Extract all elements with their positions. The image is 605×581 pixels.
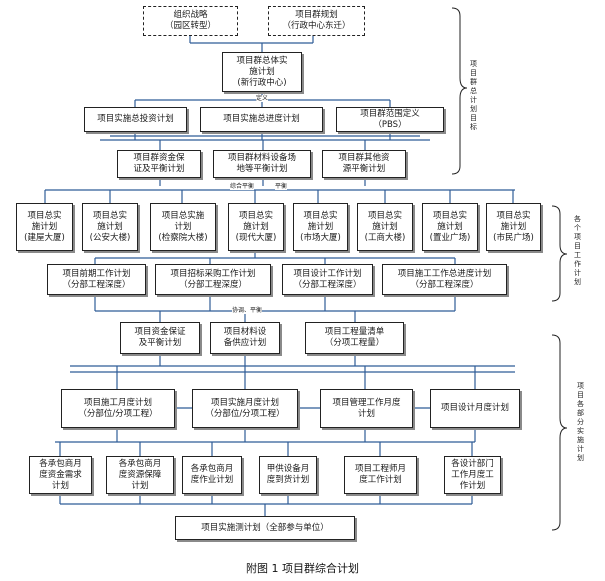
implementation-monthly-plan: 项目实施月度计划 （分部位/分项工程） (192, 389, 298, 428)
funds-balance-box: 项目群资金保 证及平衡计划 (117, 150, 201, 178)
scope-definition-box: 项目群范围定义 （PBS） (336, 107, 444, 132)
figure-caption: 附图 1 项目群综合计划 (246, 562, 359, 575)
schedule-plan-box: 项目实施总进度计划 (200, 107, 323, 132)
materials-balance-box: 项目群材料设备场 地等平衡计划 (213, 150, 311, 178)
preliminary-work-plan: 项目前期工作计划 （分部工程深度） (47, 264, 146, 295)
project-plan-3: 项目总实施 计划 (检察院大楼) (150, 203, 216, 251)
engineer-work-plan: 项目工程师月 度工作计划 (344, 456, 417, 494)
contractor-resource-plan: 各承包商月 度资源保障 计划 (106, 456, 174, 494)
side-label-sub-plan: 项目各部分实施计划 (577, 382, 584, 462)
comprehensive-balance-label: 综合平衡 (230, 183, 255, 190)
management-monthly-plan: 项目管理工作月度 计划 (320, 389, 413, 428)
project-plan-6: 项目总实 施计划 (工商大楼) (357, 203, 413, 251)
design-monthly-plan: 项目设计月度计划 (430, 389, 520, 428)
design-work-plan: 项目设计工作计划 （分部工程深度） (282, 264, 373, 295)
strategy-box: 组织战略 （园区转型） (143, 6, 238, 36)
project-plan-8: 项目总实 施计划 (市民广场) (486, 203, 541, 251)
contractor-work-plan: 各承包商月 度作业计划 (182, 456, 242, 494)
other-balance-box: 项目群其他资 源平衡计划 (322, 150, 406, 178)
investment-plan-box: 项目实施总投资计划 (84, 107, 187, 132)
side-label-group-goal: 项目群总计划目标 (470, 60, 477, 131)
procurement-work-plan: 项目招标采购工作计划 （分部工程深度） (155, 264, 271, 295)
coordinate-balance-label: 协调、平衡 (232, 307, 263, 314)
project-plan-4: 项目总实 施计划 (现代大厦) (228, 203, 284, 251)
balance-mark: 平衡 (275, 183, 288, 190)
project-plan-2: 项目总实 施计划 (公安大楼) (82, 203, 138, 251)
construction-schedule-plan: 项目施工工作总进度计划 （分部工程深度） (382, 264, 507, 295)
define-label: 定义 (256, 95, 269, 102)
equipment-arrival-plan: 甲供设备月 度到货计划 (259, 456, 317, 494)
project-materials-plan: 项目材料设 备供应计划 (210, 322, 280, 354)
quantity-list-plan: 项目工程量清单 （分项工程量） (305, 322, 404, 354)
contractor-funds-plan: 各承包商月 度资金需求 计划 (29, 456, 92, 494)
project-plan-5: 项目总实 施计划 (市场大厦) (293, 203, 348, 251)
project-funds-plan: 项目资金保证 及平衡计划 (120, 322, 200, 354)
project-plan-1: 项目总实 施计划 (建屋大厦) (16, 203, 73, 251)
overall-implementation-plan: 项目实施测计划（全部参与单位） (175, 516, 355, 540)
design-department-plan: 各设计部门 工作月度工 作计划 (444, 456, 501, 494)
group-plan-box: 项目群规划 （行政中心东迁） (268, 6, 365, 36)
project-plan-7: 项目总实 施计划 (置业广场) (422, 203, 478, 251)
construction-monthly-plan: 项目施工月度计划 （分部位/分项工程） (61, 389, 175, 428)
master-plan-box: 项目群总体实 施计划 (新行政中心) (222, 52, 302, 92)
side-label-single-plan: 各个项目工作计划 (574, 215, 581, 286)
